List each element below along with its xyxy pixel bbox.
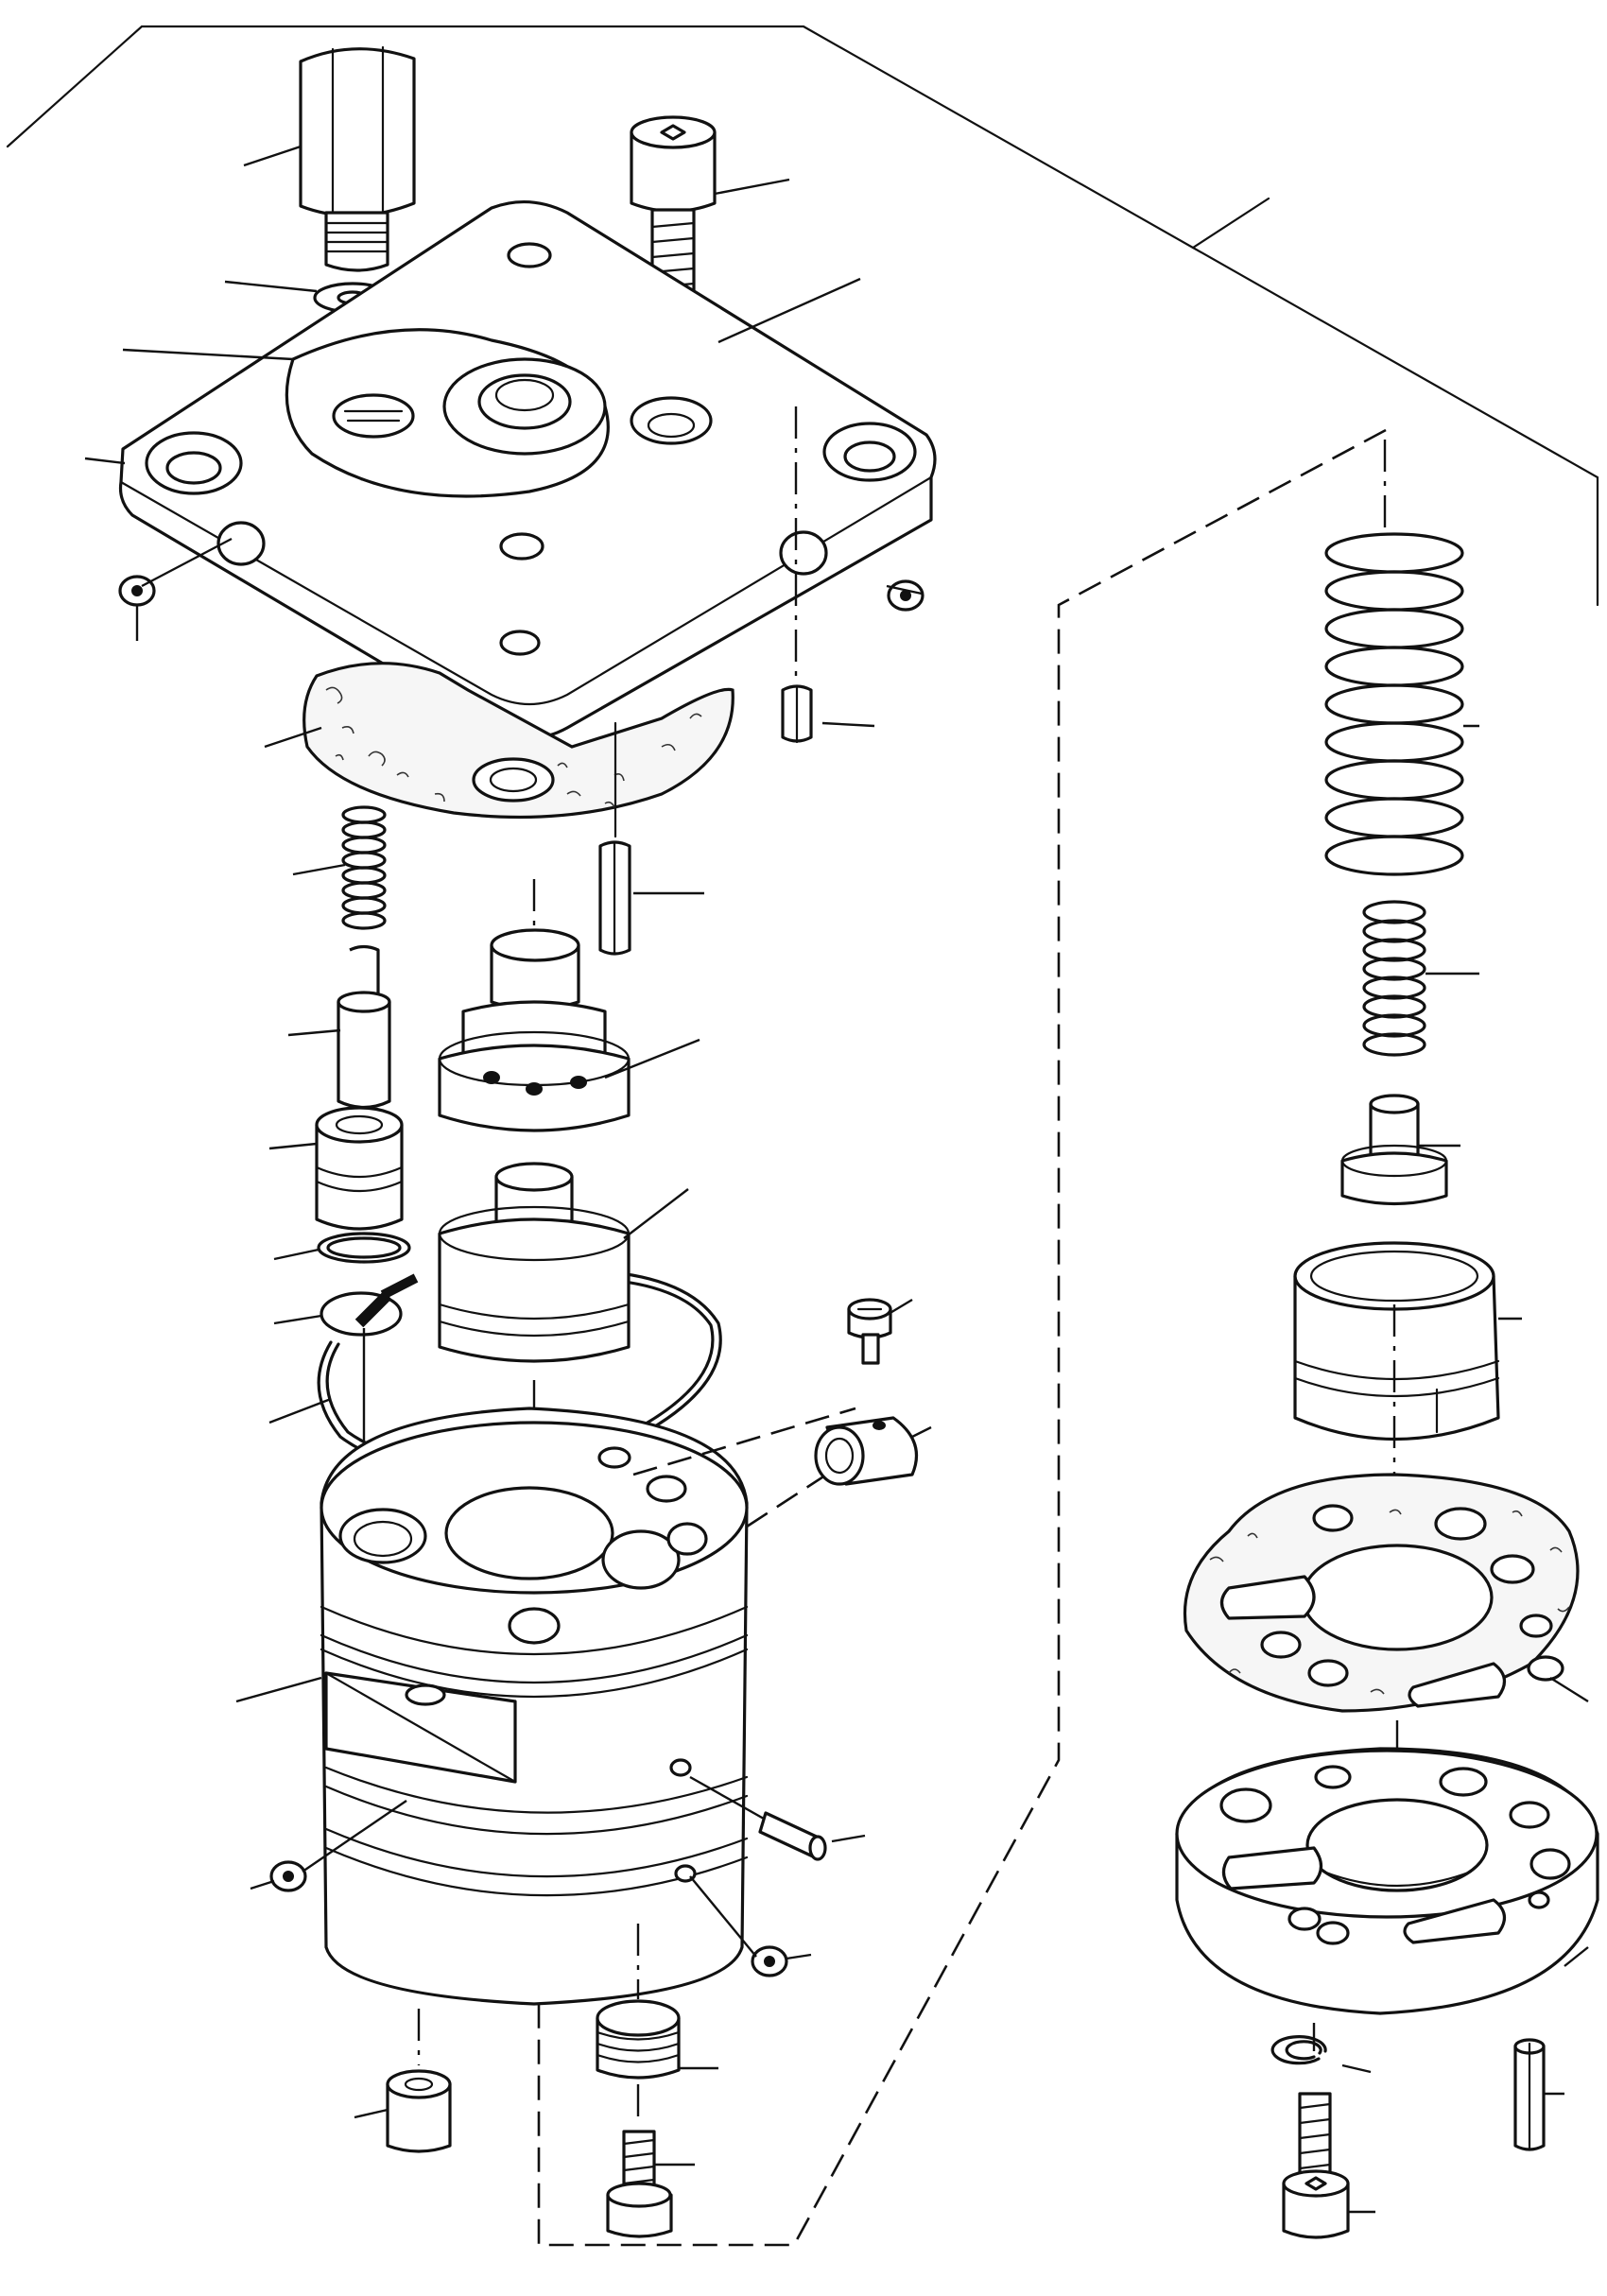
- spring-guide: [1340, 1094, 1448, 1206]
- cover-plate: [118, 200, 937, 740]
- plug-ball-right: [887, 579, 924, 612]
- roll-pin-short: [781, 406, 813, 744]
- roll-pin-long: [598, 721, 631, 956]
- o-ring-small: [317, 1232, 411, 1264]
- body-plug: [386, 2069, 452, 2153]
- spool-lower: [438, 1162, 631, 1560]
- relief-spring: [341, 805, 387, 930]
- sleeve-insert: [632, 1407, 919, 1528]
- relief-pin: [337, 944, 391, 1110]
- spool-upper: [438, 879, 631, 1132]
- snap-ring-bottom: [1270, 2035, 1327, 2065]
- roll-pin-body: [689, 1775, 827, 1861]
- plug-ball-body-left: [269, 1800, 407, 1892]
- plug-ball-body-right: [689, 1875, 788, 1977]
- relief-valve-seat: [315, 1106, 404, 1231]
- plate-gasket: [1183, 1473, 1580, 1777]
- callout-leaders: [84, 145, 1589, 2214]
- pressure-fitting: [299, 45, 416, 272]
- ported-plug: [596, 1924, 681, 2117]
- dowel-pin-plate: [1513, 2038, 1546, 2151]
- set-screw: [847, 1298, 892, 1365]
- pump-body: [320, 1407, 749, 2065]
- outer-spring: [1324, 440, 1464, 876]
- socket-head-capscrew-bottom: [606, 2130, 673, 2238]
- cover-gasket: [302, 662, 734, 820]
- assembly-bracket-lines: [6, 25, 1599, 2247]
- inner-spring: [1362, 900, 1426, 1057]
- socket-head-capscrew-plate: [1282, 2092, 1350, 2239]
- port-plate: [1175, 1747, 1599, 2051]
- piston-cup: [1293, 1241, 1500, 1493]
- plug-ball-left: [118, 575, 156, 641]
